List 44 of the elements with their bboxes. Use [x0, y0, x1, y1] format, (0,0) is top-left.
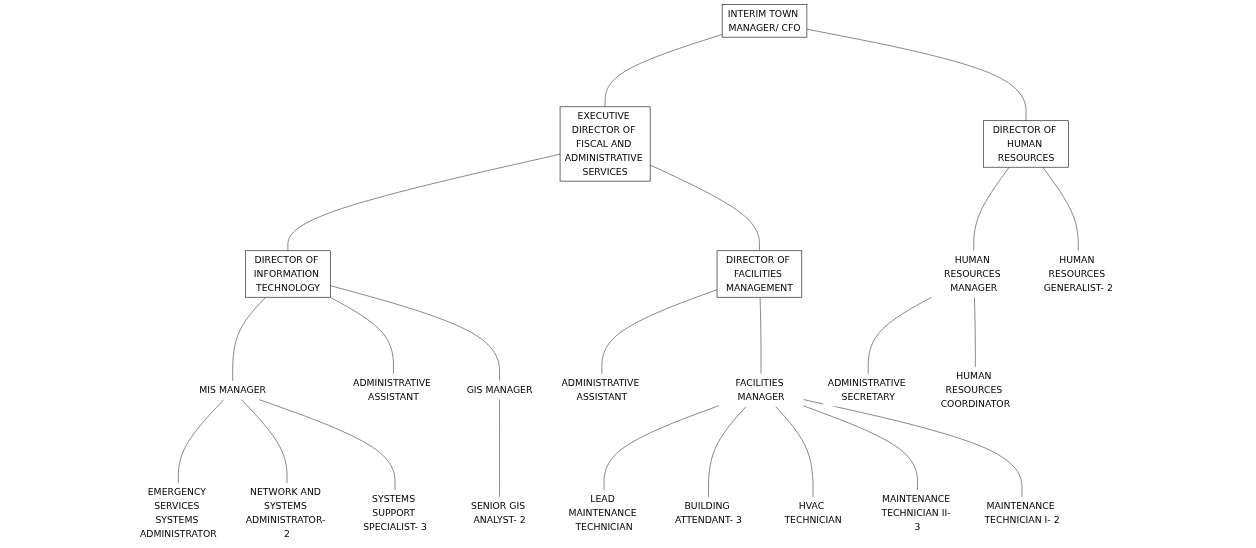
node-text: HVAC TECHNICIAN: [784, 500, 842, 526]
node-text: MIS MANAGER: [199, 384, 266, 396]
connector: [604, 34, 723, 108]
node-text: MAINTENANCE TECHNICIAN II- 3: [881, 493, 951, 533]
node-text: SENIOR GIS ANALYST- 2: [471, 500, 526, 526]
connector: [1042, 166, 1079, 252]
node-box: DIRECTOR OF FACILITIES MANAGEMENT: [716, 250, 803, 298]
connector: [775, 406, 814, 498]
connector: [287, 153, 561, 252]
node-text: EMERGENCY SERVICES SYSTEMS ADMINISTRATOR: [140, 486, 217, 540]
node-box: EXECUTIVE DIRECTOR OF FISCAL AND ADMINISTRATIVE SERVICES: [559, 106, 651, 182]
node-text: ADMINISTRATIVE ASSISTANT: [561, 377, 640, 403]
node-text: ADMINISTRATIVE SECRETARY: [827, 377, 906, 403]
connector: [329, 296, 394, 375]
node-text: SYSTEMS SUPPORT SPECIALIST- 3: [363, 493, 427, 533]
connector: [867, 296, 932, 375]
connector: [241, 399, 288, 484]
connector: [330, 285, 500, 382]
node-text: FACILITIES MANAGER: [735, 377, 785, 403]
connector: [603, 405, 719, 491]
node-text: GIS MANAGER: [466, 384, 533, 396]
node-text: ADMINISTRATIVE ASSISTANT: [353, 377, 431, 403]
connector: [649, 164, 760, 252]
connector: [806, 28, 1027, 122]
connector: [601, 289, 718, 375]
connector: [258, 399, 396, 491]
connector: [803, 399, 1023, 498]
node-text: HUMAN RESOURCES COORDINATOR: [940, 370, 1011, 410]
connector: [232, 296, 267, 382]
node-text: LEAD MAINTENANCE TECHNICIAN: [568, 493, 637, 533]
node-text: HUMAN RESOURCES MANAGER: [944, 254, 1001, 294]
node-text: NETWORK AND SYSTEMS ADMINISTRATOR- 2: [245, 486, 326, 540]
node-box: DIRECTOR OF HUMAN RESOURCES: [983, 120, 1069, 168]
connector: [759, 296, 762, 375]
connector: [803, 405, 918, 491]
node-box: DIRECTOR OF INFORMATION TECHNOLOGY: [245, 250, 331, 298]
connector: [708, 406, 747, 498]
node-text: HUMAN RESOURCES GENERALIST- 2: [1043, 254, 1113, 294]
node-box: INTERIM TOWN MANAGER/ CFO: [721, 4, 808, 38]
connector: [974, 296, 976, 368]
connector: [178, 399, 225, 484]
node-text: MAINTENANCE TECHNICIAN I- 2: [984, 500, 1060, 526]
connector: [973, 166, 1010, 252]
node-text: BUILDING ATTENDANT- 3: [675, 500, 742, 526]
